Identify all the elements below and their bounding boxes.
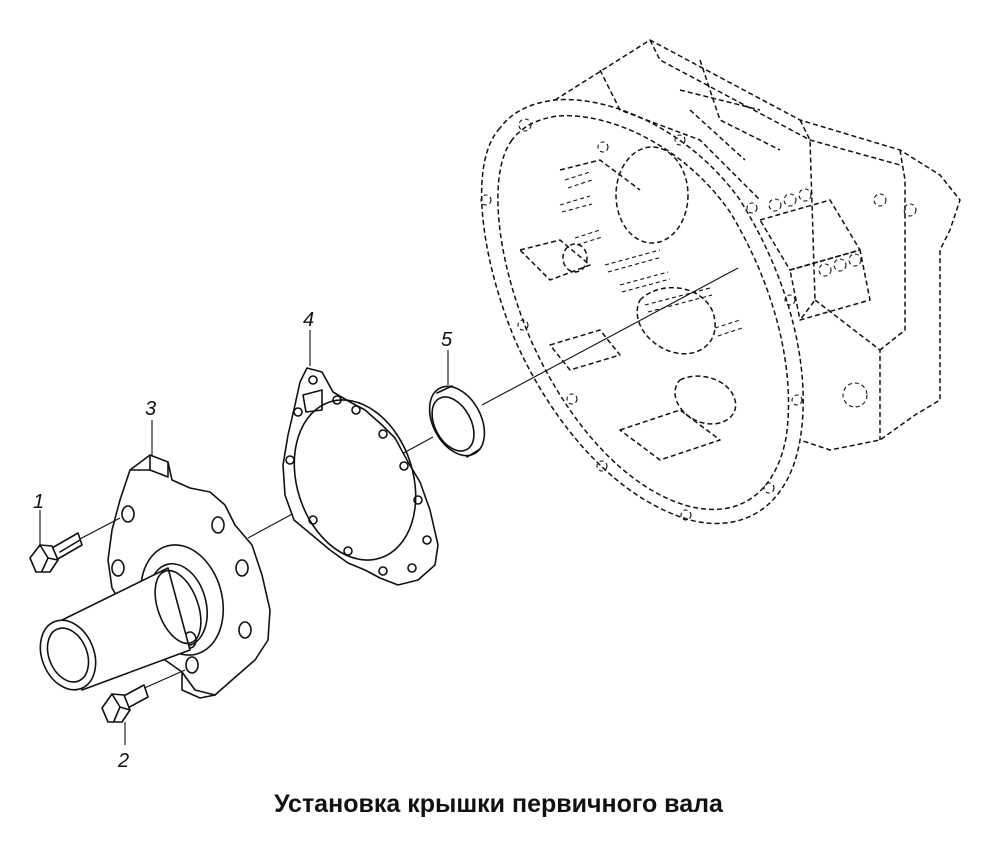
callout-2: 2: [117, 750, 129, 772]
callout-4: 4: [303, 309, 314, 331]
seal-ring: [428, 385, 486, 458]
axis-line: [481, 267, 739, 406]
callout-5: 5: [441, 329, 453, 351]
input-shaft-cover: [39, 454, 271, 699]
bolt-upper: [29, 517, 121, 573]
callout-3: 3: [145, 398, 156, 420]
axis-line: [399, 436, 434, 456]
leader-lines: [39, 330, 449, 745]
callout-1: 1: [33, 491, 44, 513]
diagram-caption: Установка крышки первичного вала: [274, 790, 723, 818]
gasket: [282, 367, 439, 586]
bolt-lower: [101, 669, 186, 723]
gearbox-housing: [480, 39, 961, 525]
